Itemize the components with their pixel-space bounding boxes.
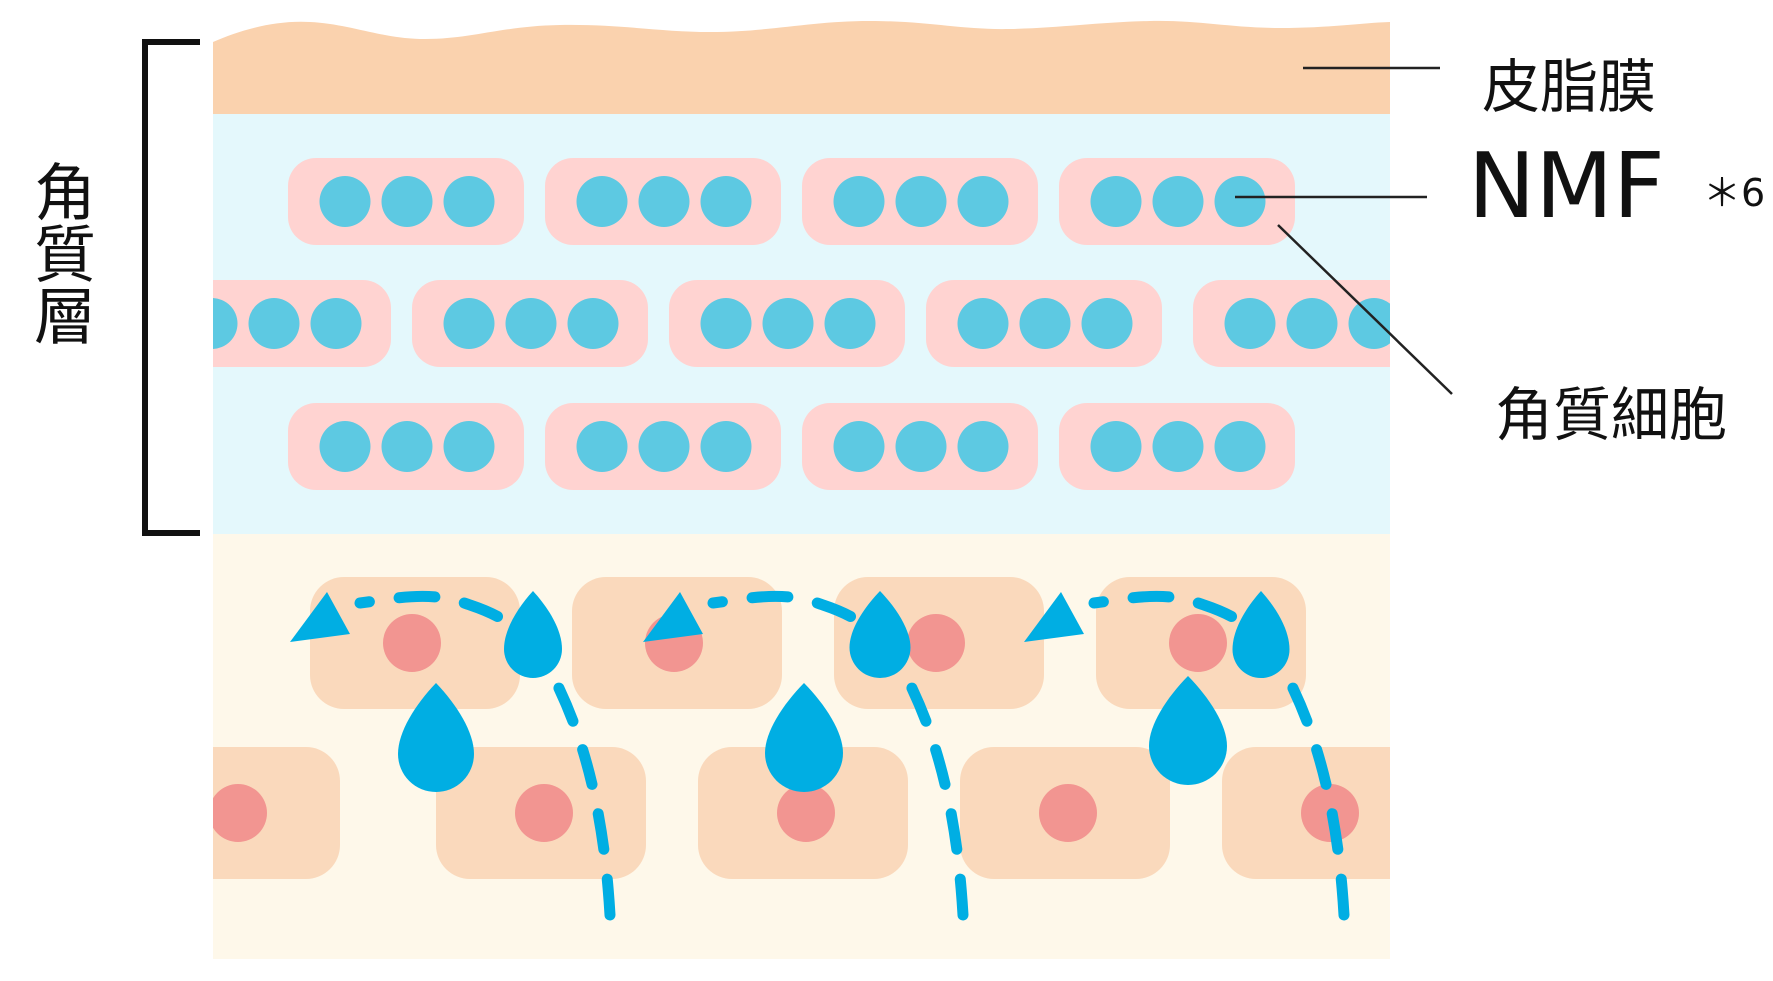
nmf-dot xyxy=(1019,298,1071,349)
nmf-dot xyxy=(443,298,495,349)
cell-nucleus xyxy=(515,784,573,842)
water-drop xyxy=(1149,676,1227,785)
cell-nucleus xyxy=(1169,614,1227,672)
nmf-dot xyxy=(248,298,300,349)
nmf-dot xyxy=(576,421,628,472)
cell-nucleus xyxy=(213,784,267,842)
corneocyte-label: 角質細胞 xyxy=(1495,381,1728,449)
cell-nucleus xyxy=(1039,784,1097,842)
nmf-dot xyxy=(895,421,947,472)
sebum-film-label: 皮脂膜 xyxy=(1482,53,1657,121)
water-drop xyxy=(849,591,911,678)
nmf-dot xyxy=(957,298,1009,349)
corneocyte-leader-line xyxy=(1277,224,1453,395)
flow-arrowhead xyxy=(290,592,350,642)
nmf-dot xyxy=(833,176,885,227)
nmf-dot xyxy=(957,176,1009,227)
nmf-dot xyxy=(957,421,1009,472)
sebum-film-layer xyxy=(213,20,1390,114)
nmf-dot xyxy=(1214,176,1266,227)
stratum-corneum-label: 角質層 xyxy=(23,160,96,346)
nmf-dot xyxy=(700,176,752,227)
nmf-dot xyxy=(1152,421,1204,472)
nmf-dot xyxy=(1081,298,1133,349)
nmf-dot xyxy=(381,176,433,227)
stratum-corneum-bracket xyxy=(142,39,200,536)
nmf-dot xyxy=(700,298,752,349)
nmf-dot xyxy=(319,176,371,227)
nmf-footnote: ＊6 xyxy=(1703,171,1766,215)
water-drop xyxy=(1232,591,1290,678)
nmf-dot xyxy=(443,421,495,472)
cell-nucleus xyxy=(383,614,441,672)
nmf-dot xyxy=(1090,421,1142,472)
nmf-dot xyxy=(1286,298,1338,349)
nmf-dot xyxy=(1348,298,1390,349)
nmf-dot xyxy=(1152,176,1204,227)
nmf-dot xyxy=(213,298,238,349)
cell-nucleus xyxy=(777,784,835,842)
nmf-dot xyxy=(895,176,947,227)
nmf-dot xyxy=(833,421,885,472)
nmf-dot xyxy=(443,176,495,227)
water-drop xyxy=(765,683,843,792)
cell-nucleus xyxy=(907,614,965,672)
nmf-dot xyxy=(381,421,433,472)
nmf-dot xyxy=(700,421,752,472)
nmf-dot xyxy=(1214,421,1266,472)
nmf-label: NMF xyxy=(1468,134,1665,239)
flow-arrowhead xyxy=(1024,592,1084,642)
living-cell xyxy=(213,747,340,879)
nmf-dot xyxy=(1090,176,1142,227)
water-drop xyxy=(504,591,562,678)
nmf-dot xyxy=(638,176,690,227)
water-drop xyxy=(398,683,474,792)
nmf-dot xyxy=(824,298,876,349)
nmf-dot xyxy=(505,298,557,349)
nmf-dot xyxy=(576,176,628,227)
nmf-dot xyxy=(319,421,371,472)
nmf-dot xyxy=(567,298,619,349)
flow-arrowhead xyxy=(643,592,703,642)
nmf-dot xyxy=(1224,298,1276,349)
nmf-dot xyxy=(310,298,362,349)
nmf-dot xyxy=(638,421,690,472)
nmf-dot xyxy=(762,298,814,349)
